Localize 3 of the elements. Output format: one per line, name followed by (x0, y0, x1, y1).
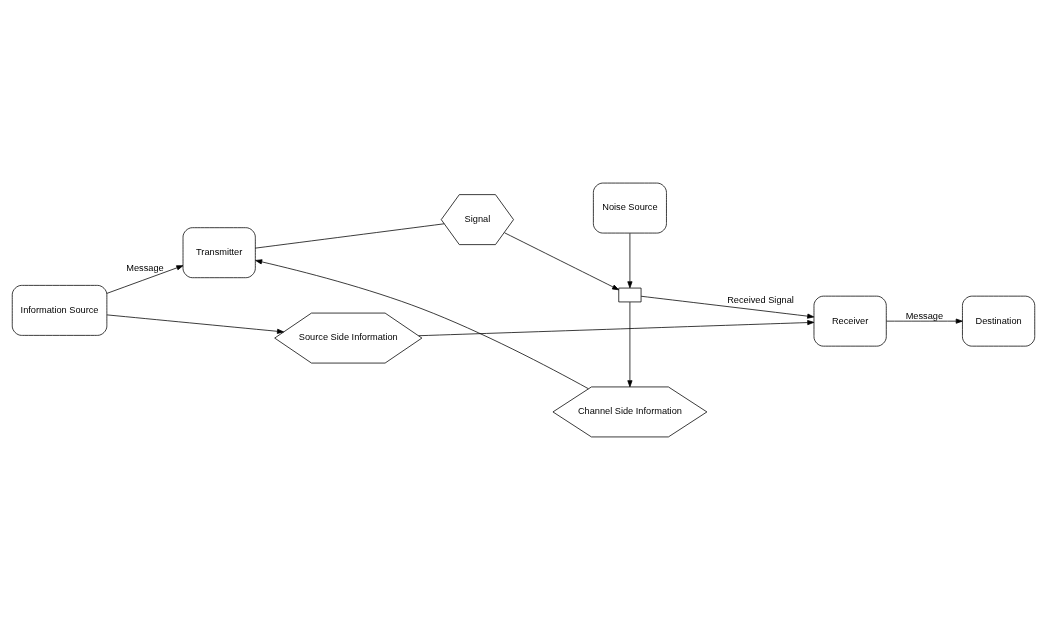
edge-label: Message (905, 310, 944, 321)
edge-label: Received Signal (727, 295, 794, 306)
edge-label: Message (126, 262, 164, 273)
